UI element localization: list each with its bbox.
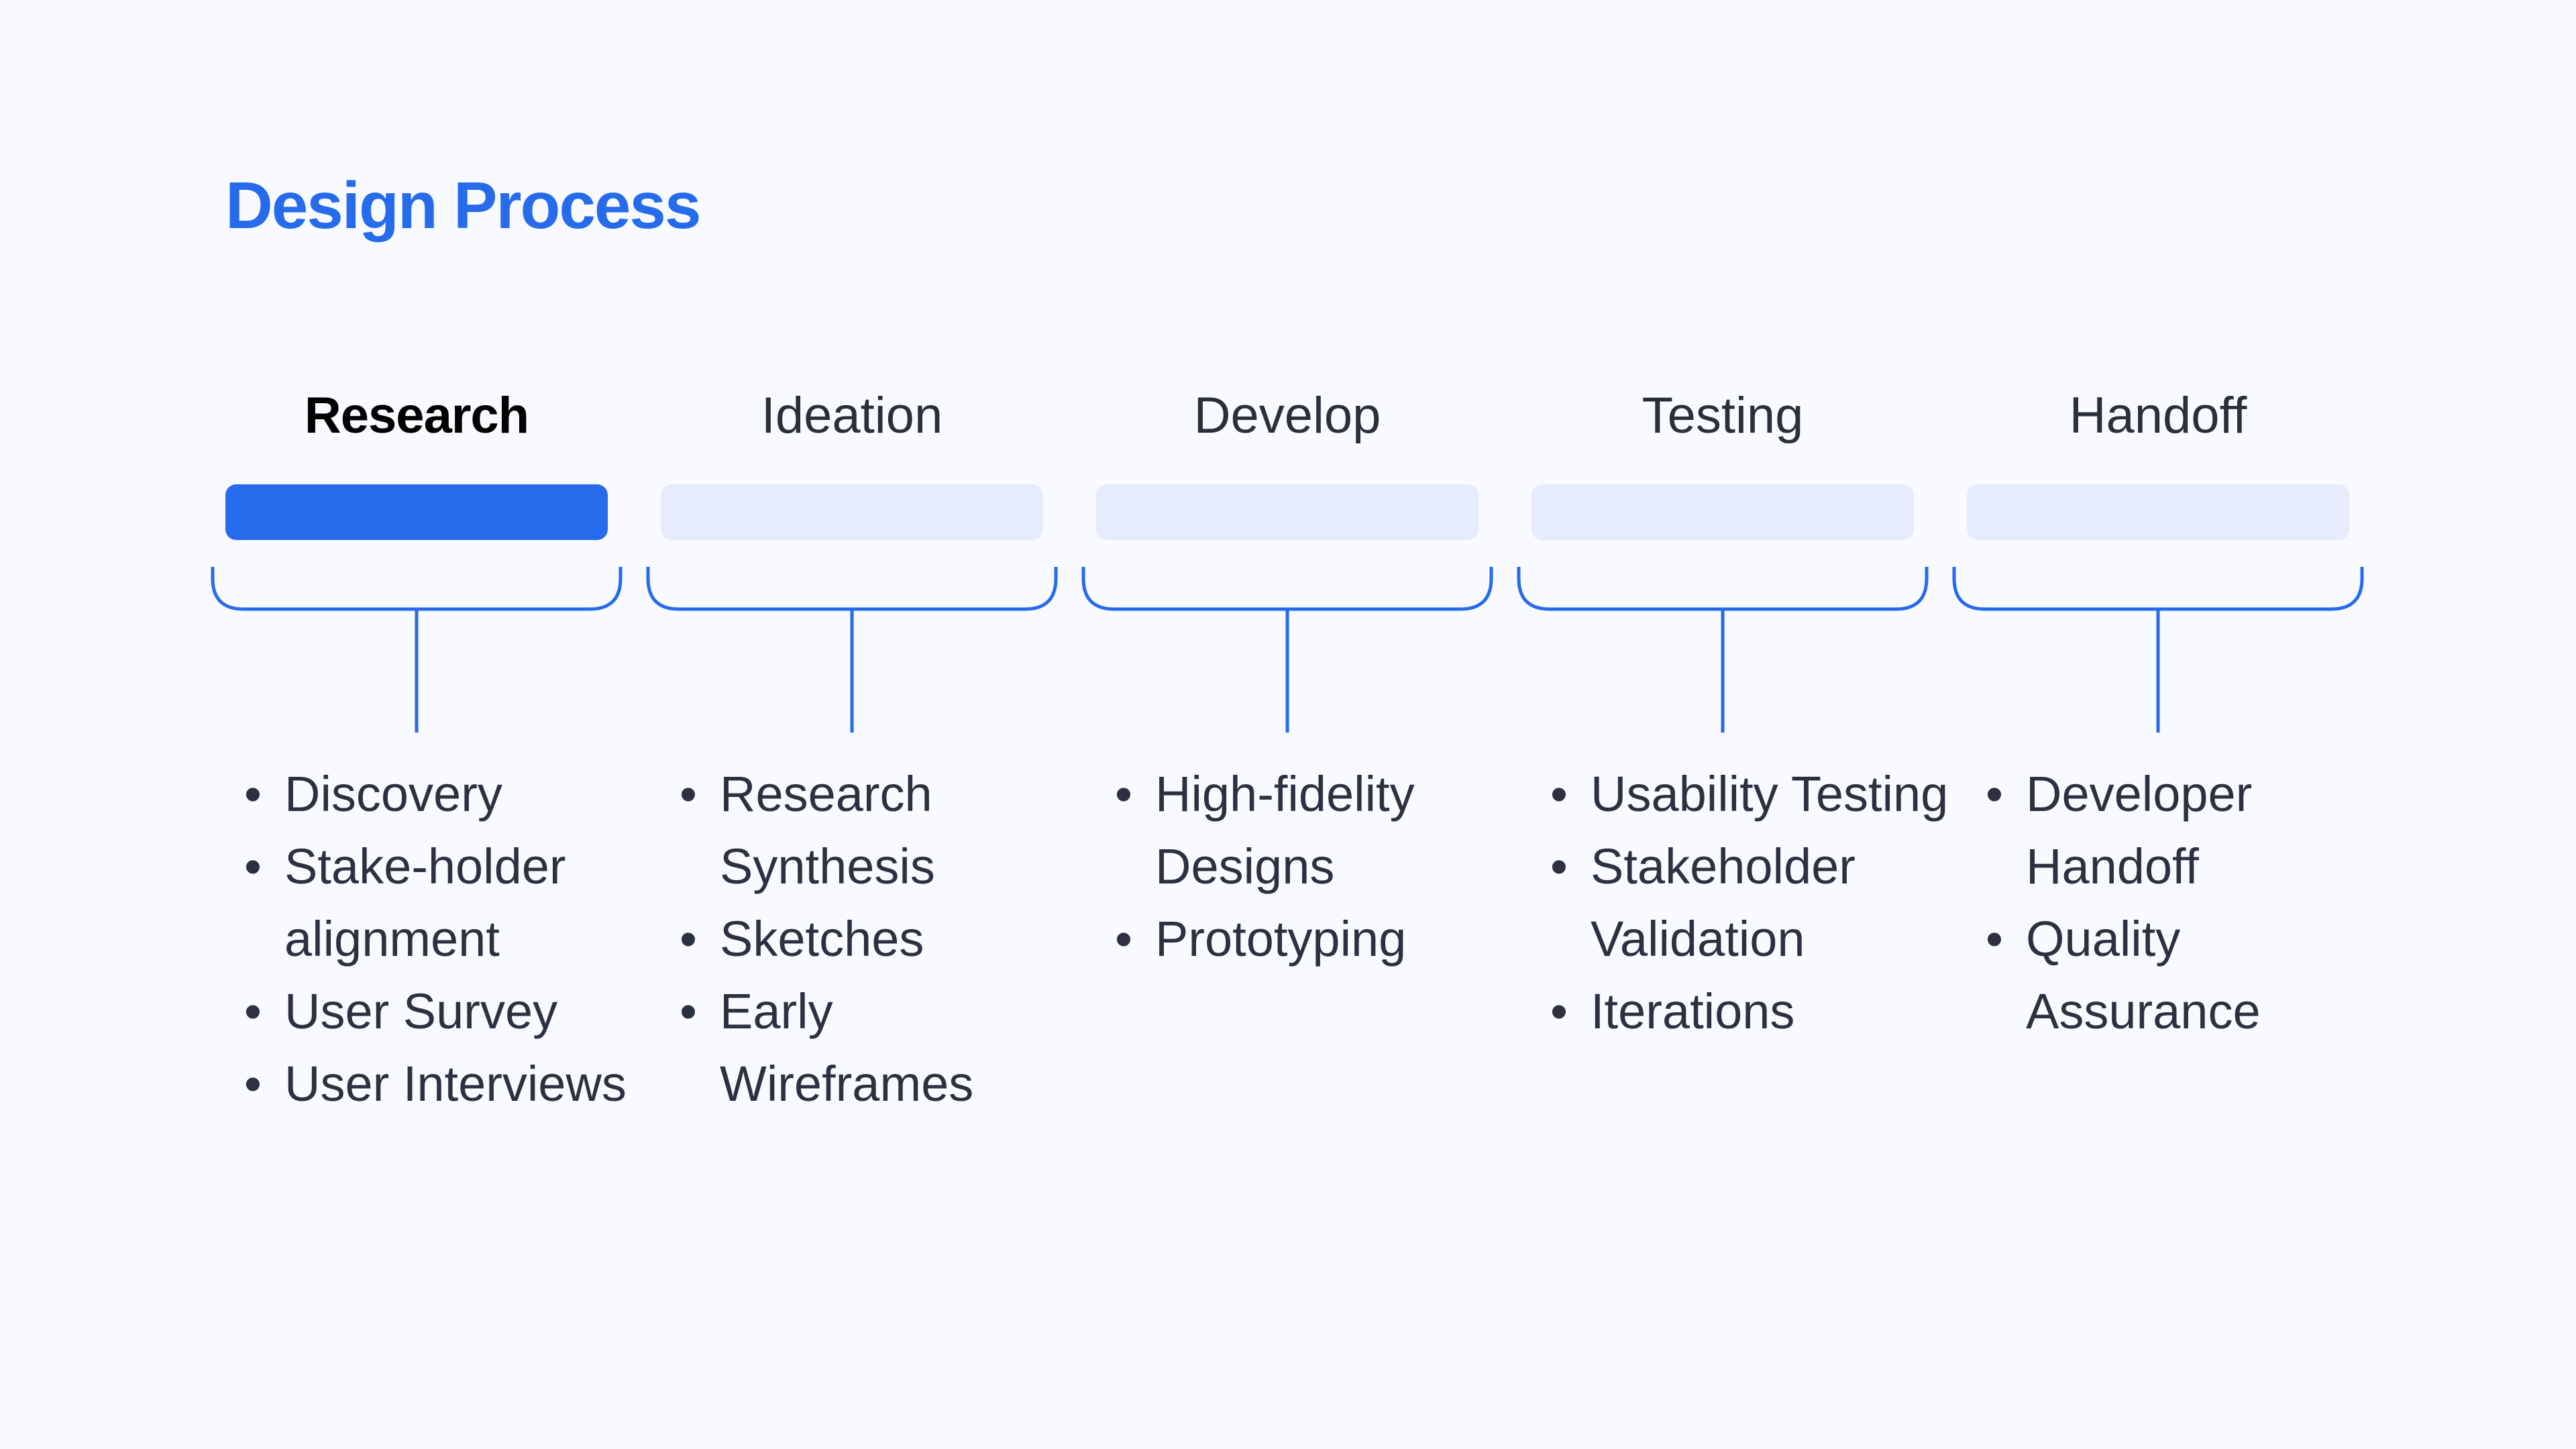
stage-bracket (1952, 567, 2364, 733)
list-item: • Discovery (244, 758, 660, 830)
list-item: • User Interviews (244, 1048, 660, 1120)
list-item: • High-fidelity Designs (1115, 758, 1531, 903)
list-item-text: User Interviews (284, 1056, 627, 1112)
list-item-text: Iterations (1591, 983, 1795, 1039)
list-item-text: High-fidelity Designs (1155, 766, 1415, 894)
list-item: • Sketches (680, 903, 1095, 975)
stage-bracket (211, 567, 623, 733)
list-item-text: Sketches (720, 911, 924, 967)
stage-task-list: • Usability Testing • Stakeholder Validatio… (1550, 758, 1966, 1048)
stage-progress-bar[interactable] (1532, 484, 1914, 540)
stage-bracket (1081, 567, 1493, 733)
list-item-text: Research Synthesis (720, 766, 935, 894)
stage-label: Testing (1642, 387, 1804, 444)
stage-column-testing: Testing • Usability Testing • Stakeholder V… (1517, 376, 1948, 1039)
bullet-icon: • (680, 983, 697, 1039)
list-item: • Developer Handoff (1986, 758, 2402, 903)
list-item: • Usability Testing (1550, 758, 1966, 830)
page-title: Design Process (225, 168, 701, 242)
bullet-icon: • (1115, 911, 1132, 967)
stage-progress-bar[interactable] (225, 484, 608, 540)
list-item: • Quality Assurance (1986, 903, 2402, 1048)
stage-progress-bar[interactable] (1967, 484, 2349, 540)
bullet-icon: • (244, 839, 262, 894)
stage-column-develop: Develop • High-fidelity Designs • Prototypi… (1081, 376, 1493, 967)
list-item-text: Stake-holder alignment (284, 839, 566, 967)
bullet-icon: • (1550, 983, 1568, 1039)
stage-bracket (646, 567, 1058, 733)
stage-progress-bar[interactable] (661, 484, 1043, 540)
list-item-text: Stakeholder Validation (1591, 839, 1856, 967)
stage-bracket (1517, 567, 1929, 733)
stage-task-list: • High-fidelity Designs • Prototyping (1115, 758, 1531, 975)
bullet-icon: • (1986, 766, 2003, 822)
stage-label: Develop (1193, 387, 1381, 444)
list-item: • Prototyping (1115, 903, 1531, 975)
bullet-icon: • (1550, 839, 1568, 894)
list-item-text: Early Wireframes (720, 983, 974, 1112)
stage-task-list: • Developer Handoff • Quality Assurance (1986, 758, 2402, 1048)
bullet-icon: • (1550, 766, 1568, 822)
bullet-icon: • (680, 766, 697, 822)
stage-task-list: • Research Synthesis • Sketches • Early Wiref… (680, 758, 1095, 1120)
list-item: • User Survey (244, 975, 660, 1048)
stage-column-ideation: Ideation • Research Synthesis • Sketches • Ea… (646, 376, 1058, 1112)
list-item-text: Quality Assurance (2026, 911, 2261, 1039)
stage-label: Ideation (761, 387, 943, 444)
bullet-icon: • (244, 1056, 262, 1112)
stage-label: Handoff (2069, 387, 2247, 444)
stage-label: Research (304, 387, 529, 444)
list-item: • Stake-holder alignment (244, 830, 660, 975)
stage-column-research: Research • Discovery • Stake-holder alignme… (211, 376, 627, 1112)
bullet-icon: • (244, 983, 262, 1039)
list-item-text: Usability Testing (1591, 766, 1949, 822)
bullet-icon: • (1115, 766, 1132, 822)
list-item: • Stakeholder Validation (1550, 830, 1966, 975)
stage-task-list: • Discovery • Stake-holder alignment • User S… (244, 758, 660, 1120)
list-item-text: Prototyping (1155, 911, 1407, 967)
list-item: • Early Wireframes (680, 975, 1095, 1120)
list-item-text: User Survey (284, 983, 558, 1039)
stage-progress-bar[interactable] (1096, 484, 1479, 540)
bullet-icon: • (680, 911, 697, 967)
bullet-icon: • (1986, 911, 2003, 967)
list-item-text: Developer Handoff (2026, 766, 2253, 894)
list-item: • Iterations (1550, 975, 1966, 1048)
stage-column-handoff: Handoff • Developer Handoff • Quality Assur… (1952, 376, 2364, 1039)
list-item-text: Discovery (284, 766, 502, 822)
bullet-icon: • (244, 766, 262, 822)
list-item: • Research Synthesis (680, 758, 1095, 903)
